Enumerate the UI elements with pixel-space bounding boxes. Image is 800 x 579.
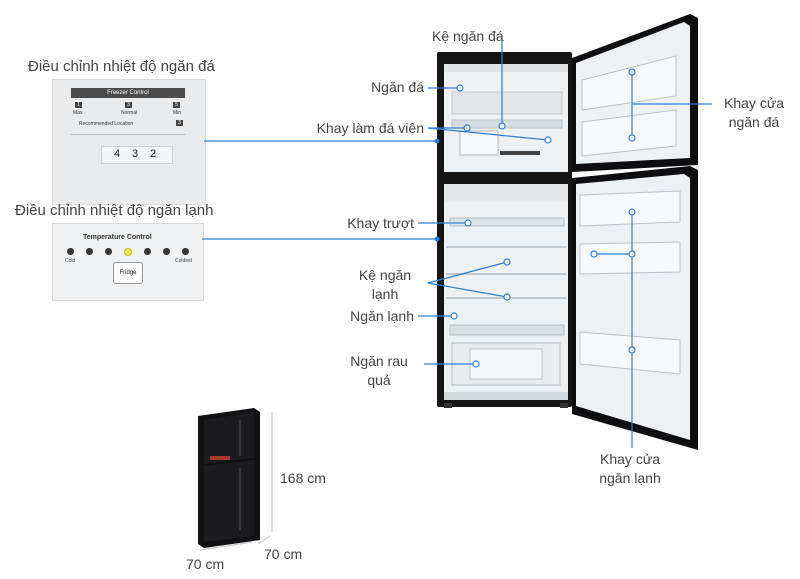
label-fridge-shelf-line1: Kệ ngăn bbox=[358, 267, 412, 283]
label-freezer-compartment: Ngăn đá bbox=[371, 79, 424, 95]
dial-digit-2: 3 bbox=[132, 148, 139, 160]
temp-dot-3 bbox=[105, 248, 112, 255]
fridge-button[interactable]: Fridge bbox=[113, 262, 143, 284]
freezer-level-max-label: Max bbox=[73, 110, 83, 116]
label-sliding-tray: Khay trượt bbox=[347, 215, 414, 231]
dimension-depth: 70 cm bbox=[264, 546, 303, 562]
label-fridge-door-tray-line2: ngăn lạnh bbox=[599, 470, 661, 486]
callout-panel-dots bbox=[434, 138, 440, 242]
label-vegetable-drawer-line2: quả bbox=[367, 372, 391, 388]
fridge-control-title: Điều chỉnh nhiệt độ ngăn lạnh bbox=[15, 202, 214, 219]
freezer-dial[interactable]: 4 3 2 bbox=[101, 146, 173, 164]
freezer-level-max: 1 bbox=[75, 102, 82, 108]
dial-digit-3: 2 bbox=[150, 148, 157, 160]
label-freezer-shelf: Kệ ngăn đá bbox=[432, 28, 504, 44]
label-vegetable-drawer-line1: Ngăn rau bbox=[350, 353, 408, 369]
label-fridge-door-tray-line1: Khay cửa bbox=[600, 451, 660, 467]
temp-coldest-label: Coldest bbox=[175, 258, 192, 264]
temp-dot-7 bbox=[182, 248, 189, 255]
fridge-cabinet bbox=[437, 52, 572, 408]
temp-cold-label: Cold bbox=[65, 258, 76, 264]
temp-dot-1 bbox=[67, 248, 74, 255]
panel-divider bbox=[71, 134, 185, 135]
label-ice-tray: Khay làm đá viên bbox=[316, 120, 424, 136]
temp-dot-active bbox=[124, 248, 132, 256]
freezer-control-panel: Freezer Control 1 3 5 Max Normal Min Rec… bbox=[52, 79, 206, 205]
temp-dot-2 bbox=[86, 248, 93, 255]
freezer-level-min: 5 bbox=[173, 102, 180, 108]
freezer-level-normal: 3 bbox=[125, 102, 132, 108]
closed-fridge-thumbnail bbox=[198, 408, 260, 548]
freezer-control-title: Điều chỉnh nhiệt độ ngăn đá bbox=[28, 58, 215, 75]
freezer-level-normal-label: Normal bbox=[121, 110, 138, 116]
freezer-recommended-label: Recommended Location bbox=[79, 121, 134, 127]
label-fridge-compartment: Ngăn lạnh bbox=[350, 308, 414, 324]
freezer-control-header: Freezer Control bbox=[71, 88, 185, 98]
dimension-lines bbox=[199, 412, 273, 551]
label-freezer-door-tray-line2: ngăn đá bbox=[728, 114, 780, 130]
temperature-control-header: Temperature Control bbox=[83, 234, 152, 241]
temp-dot-6 bbox=[163, 248, 170, 255]
callout-lines bbox=[418, 40, 712, 448]
freezer-door bbox=[572, 14, 698, 172]
dimension-width: 70 cm bbox=[186, 556, 225, 572]
dial-digit-1: 4 bbox=[114, 148, 121, 160]
callout-dots bbox=[450, 68, 636, 368]
temp-dot-5 bbox=[144, 248, 151, 255]
freezer-level-min-label: Min bbox=[173, 110, 182, 116]
label-freezer-door-tray-line1: Khay cửa bbox=[724, 95, 784, 111]
temperature-control-panel: Temperature Control Cold Coldest Fridge bbox=[52, 223, 204, 301]
fridge-door bbox=[572, 166, 698, 450]
label-fridge-shelf-line2: lạnh bbox=[371, 286, 399, 302]
dimension-height: 168 cm bbox=[280, 470, 326, 486]
freezer-recommended-number: 3 bbox=[176, 120, 183, 126]
